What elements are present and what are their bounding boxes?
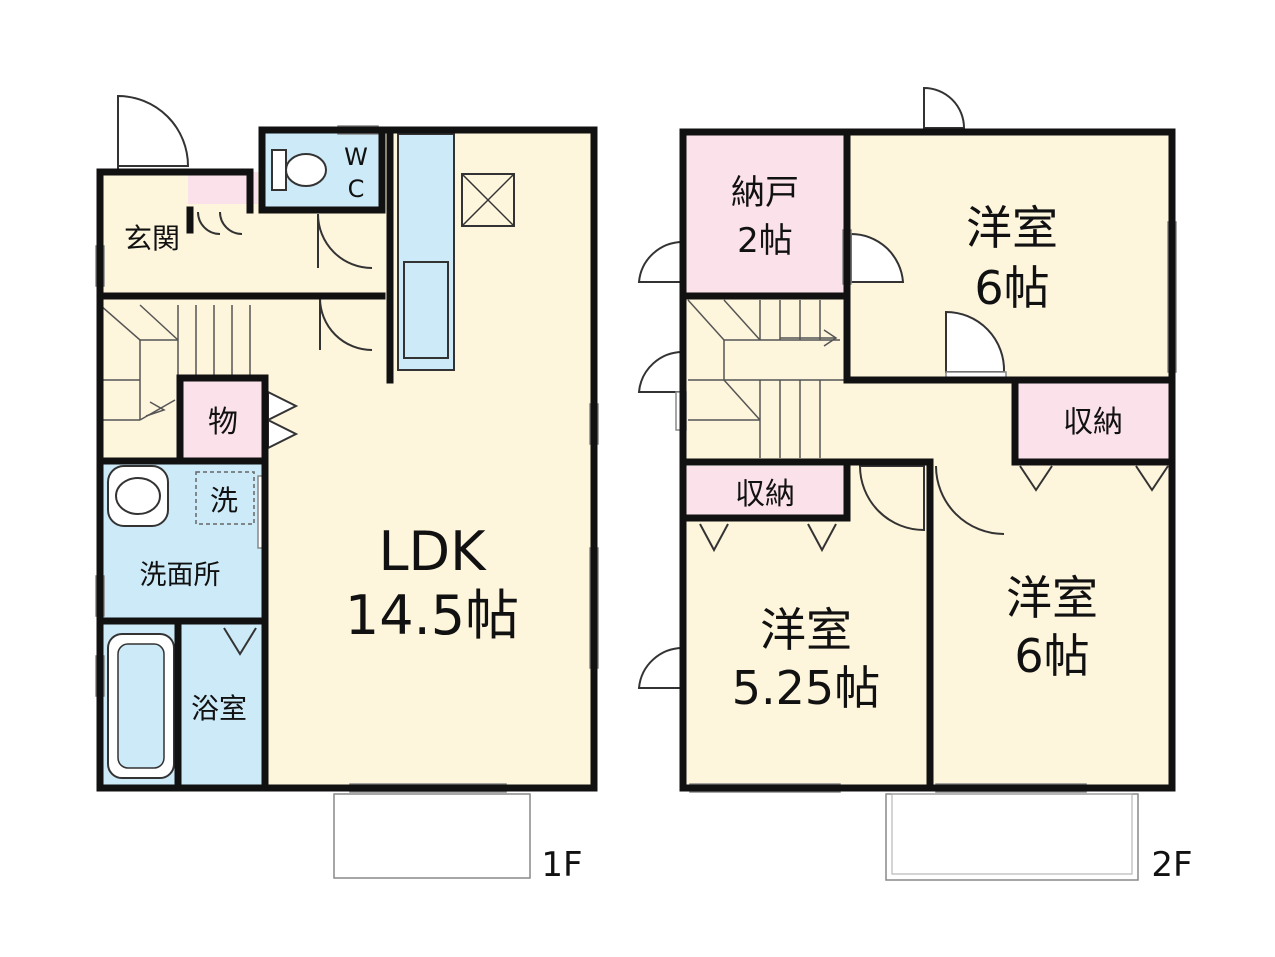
entrance-tile — [188, 172, 258, 204]
western-sw-label: 洋室 — [760, 603, 852, 657]
toilet-bowl — [285, 153, 327, 187]
washbasin-counter — [107, 465, 169, 527]
western-se-size: 6帖 — [1014, 629, 1089, 683]
closet-room-size: 2帖 — [737, 221, 793, 261]
closet-room-label: 納戸 — [731, 173, 799, 213]
walls-1f — [96, 126, 598, 792]
ldk-size: 14.5帖 — [345, 584, 519, 647]
floor-2f: 納戸 2帖 洋室 6帖 収納 収納 洋室 5.25帖 洋室 6帖 2F — [637, 86, 1193, 885]
western-sw-floor — [683, 518, 930, 788]
entrance-label: 玄関 — [124, 222, 180, 255]
western-ne-label: 洋室 — [966, 201, 1058, 255]
storage-right-label: 収納 — [1063, 405, 1123, 440]
toilet-label-c: C — [348, 175, 365, 203]
western-ne-size: 6帖 — [974, 261, 1049, 315]
range-hood — [461, 173, 515, 227]
western-se-floor — [930, 462, 1172, 788]
western-se-label: 洋室 — [1006, 571, 1098, 625]
storage-left-floor — [683, 466, 847, 518]
storage-1f-label: 物 — [208, 405, 238, 440]
storage-left-label: 収納 — [735, 477, 795, 512]
walls-2f — [679, 128, 1176, 792]
kitchen-sink — [403, 261, 449, 359]
terrace-1f — [333, 793, 531, 879]
doors-1f — [117, 94, 373, 656]
storage-right-floor — [1015, 380, 1172, 462]
floor-1f-label: 1F — [541, 845, 582, 885]
bathroom-label: 浴室 — [191, 692, 247, 725]
western-ne-floor — [847, 132, 1172, 380]
storage-1f-floor — [180, 375, 265, 461]
hall-2f-floor — [847, 380, 1015, 462]
doors-2f — [637, 86, 1169, 689]
balcony-2f — [885, 793, 1139, 881]
ldk-label: LDK — [378, 520, 487, 583]
toilet-label-w: W — [344, 143, 368, 171]
hall-floor — [190, 210, 380, 296]
toilet-tank — [271, 149, 287, 191]
closet-room-floor — [683, 132, 847, 296]
floor-1f: 玄関 W C 物 洗 洗面所 浴室 LDK 14.5帖 1F — [95, 94, 599, 885]
stairs-1f — [99, 304, 251, 421]
washbasin-bowl — [115, 477, 161, 515]
washroom-label: 洗面所 — [140, 560, 221, 591]
western-sw-size: 5.25帖 — [732, 661, 880, 715]
washer-label: 洗 — [210, 484, 238, 517]
washer-pan — [195, 471, 255, 525]
floor-2f-label: 2F — [1151, 845, 1192, 885]
stairs-2f — [687, 299, 845, 458]
